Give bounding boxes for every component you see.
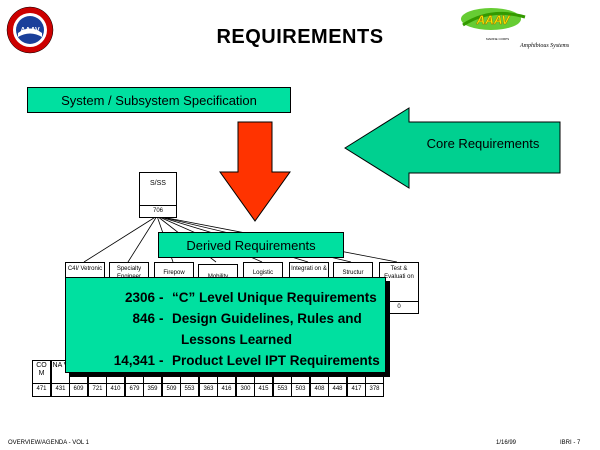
bottom-node-value: 359 <box>143 383 162 397</box>
bottom-node-value: 417 <box>347 383 366 397</box>
callout-count: 14,341 <box>113 353 155 368</box>
bottom-node-value: 378 <box>365 383 384 397</box>
callout-count: 2306 <box>124 290 155 305</box>
footer-page-number: IBRI - 7 <box>560 440 581 446</box>
bottom-node-value: 363 <box>199 383 218 397</box>
callout-text: “C” Level Unique Requirements <box>172 290 377 305</box>
sss-node: S/SS <box>139 172 177 208</box>
core-requirements-label: Core Requirements <box>426 136 540 151</box>
callout-row: Lessons Learned <box>66 329 387 351</box>
aaav-brand-logo: AAAV <box>461 8 526 30</box>
footer-date: 1/16/99 <box>496 440 517 446</box>
sss-label: S/SS <box>150 180 166 187</box>
brand-caption: MARINE CORPS <box>486 37 510 41</box>
page-title: REQUIREMENTS <box>216 26 384 48</box>
callout-text: Lessons Learned <box>181 332 293 347</box>
spec-box: System / Subsystem Specification <box>27 87 291 113</box>
seal-text: AAAV <box>20 27 40 34</box>
core-left-arrow <box>344 107 561 189</box>
aaav-seal-logo: AAAV <box>6 6 54 54</box>
bottom-node-value: 471 <box>32 383 51 397</box>
callout-row: 846 - Design Guidelines, Rules and <box>66 308 387 330</box>
bottom-node-value: 553 <box>180 383 199 397</box>
callout-dash: - <box>159 353 164 368</box>
callout-row: 14,341 - Product Level IPT Requirements <box>66 350 387 372</box>
bottom-node-value: 721 <box>88 383 107 397</box>
callout-row: 2306 - “C” Level Unique Requirements <box>66 287 387 309</box>
bottom-node-value: 448 <box>328 383 347 397</box>
bottom-node-value: 431 <box>51 383 70 397</box>
bottom-node-value: 408 <box>310 383 329 397</box>
sss-value: 706 <box>139 205 177 218</box>
requirements-callout: 2306 - “C” Level Unique Requirements 846… <box>65 277 386 373</box>
bottom-node-value: 416 <box>217 383 236 397</box>
bottom-node-value: 503 <box>291 383 310 397</box>
down-arrow <box>219 121 291 222</box>
callout-text: Product Level IPT Requirements <box>172 353 380 368</box>
callout-text: Design Guidelines, Rules and <box>172 311 362 326</box>
bottom-node-value: 415 <box>254 383 273 397</box>
bottom-node-value: 509 <box>162 383 181 397</box>
brand-logo-text: AAAV <box>475 13 510 27</box>
bottom-node-value: 300 <box>236 383 255 397</box>
bottom-node-value: 553 <box>273 383 292 397</box>
bottom-node-value: 679 <box>125 383 144 397</box>
bottom-node: CO M <box>32 360 51 386</box>
brand-subtitle: Amphibious Systems <box>520 43 570 49</box>
derived-requirements-box: Derived Requirements <box>158 232 344 258</box>
bottom-node-value: 410 <box>106 383 125 397</box>
footer-document-label: OVERVIEW/AGENDA - VOL 1 <box>8 440 90 446</box>
callout-count: 846 <box>132 311 155 326</box>
callout-dash: - <box>159 311 164 326</box>
callout-dash: - <box>159 290 164 305</box>
bottom-node-value: 609 <box>69 383 88 397</box>
